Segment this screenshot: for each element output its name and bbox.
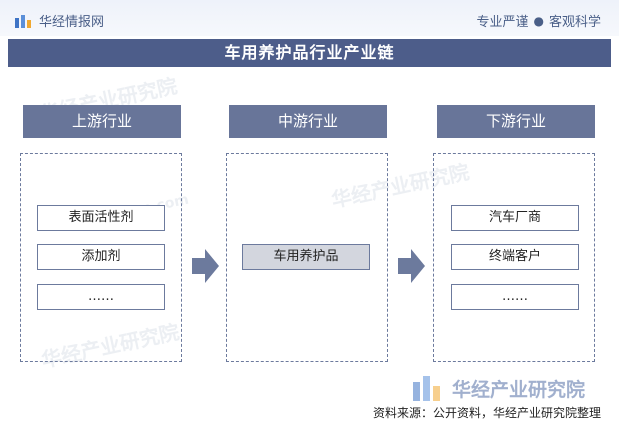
upstream-item: …… <box>37 284 165 310</box>
brand-name: 华经情报网 <box>39 15 105 30</box>
watermark-logo-text: 华经产业研究院 <box>452 378 586 401</box>
downstream-box: 汽车厂商 终端客户 …… <box>433 153 595 362</box>
upstream-item: 添加剂 <box>37 244 165 270</box>
slogan-right: 客观科学 <box>548 15 601 30</box>
midstream-item: 车用养护品 <box>242 244 370 270</box>
arrow-right-icon <box>398 249 425 283</box>
slogan: 专业严谨 ● 客观科学 <box>476 11 601 31</box>
top-bar: 华经情报网 专业严谨 ● 客观科学 <box>0 0 619 36</box>
midstream-header: 中游行业 <box>229 105 387 138</box>
watermark-logo-icon <box>413 376 440 401</box>
separator-dot-icon: ● <box>533 13 544 28</box>
downstream-item: 汽车厂商 <box>451 205 579 231</box>
upstream-box: 表面活性剂 添加剂 …… <box>20 153 182 362</box>
upstream-item: 表面活性剂 <box>37 205 165 231</box>
downstream-item: …… <box>451 284 579 310</box>
source-note: 资料来源：公开资料，华经产业研究院整理 <box>372 406 601 420</box>
arrow-right-icon <box>192 249 219 283</box>
brand: 华经情报网 <box>14 11 104 30</box>
watermark-logo: 华经产业研究院 <box>412 374 585 402</box>
downstream-header: 下游行业 <box>437 105 595 138</box>
downstream-item: 终端客户 <box>451 244 579 270</box>
diagram-title: 车用养护品行业产业链 <box>8 39 611 67</box>
slogan-left: 专业严谨 <box>476 15 529 30</box>
brand-logo-icon <box>15 14 31 28</box>
upstream-header: 上游行业 <box>23 105 181 138</box>
midstream-box: 车用养护品 <box>226 153 388 362</box>
